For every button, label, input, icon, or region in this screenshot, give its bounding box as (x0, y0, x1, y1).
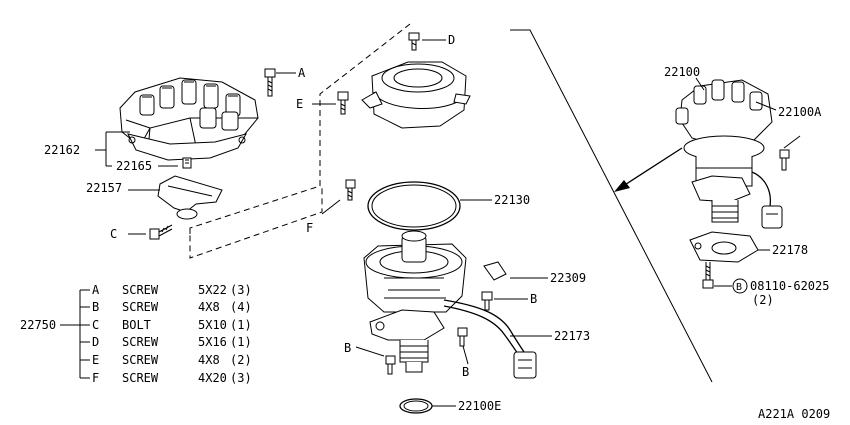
kit-row-size: 5X22 (198, 283, 227, 297)
diagram-reference-code: A221A 0209 (758, 407, 830, 421)
rotor-drawing (157, 175, 223, 220)
assembled-distributor-drawing (675, 79, 801, 229)
callout-08110-qty: (2) (752, 293, 774, 307)
screw-b3-drawing (457, 327, 469, 365)
callout-e: E (296, 97, 303, 111)
kit-row-name: SCREW (122, 335, 159, 349)
distributor-cap-drawing (119, 77, 259, 161)
kit-row-name: SCREW (122, 300, 159, 314)
callout-08110-62025: 08110-62025 (750, 279, 829, 293)
rotor-cover-drawing (361, 61, 471, 129)
callout-22178: 22178 (772, 243, 808, 257)
callout-22100e: 22100E (458, 399, 501, 413)
kit-row-qty: (3) (230, 283, 252, 297)
wire-harness-drawing (443, 299, 552, 379)
callout-c: C (110, 227, 117, 241)
callout-a: A (298, 66, 306, 80)
callout-b-circle: B (736, 282, 742, 293)
bolt-08110-62025-drawing (702, 262, 748, 294)
callout-b-lower: B (462, 365, 469, 379)
screw-e-drawing (312, 91, 349, 115)
screw-d-drawing (408, 32, 446, 51)
kit-row-name: SCREW (122, 353, 159, 367)
kit-row-size: 5X10 (198, 318, 227, 332)
bolt-b-circle-marker (732, 278, 748, 294)
callout-b-upper: B (530, 292, 537, 306)
kit-row-letter: A (92, 283, 100, 297)
kit-row-qty: (1) (230, 318, 252, 332)
kit-row-letter: D (92, 335, 99, 349)
kit-row-size: 5X16 (198, 335, 227, 349)
kit-row-qty: (2) (230, 353, 252, 367)
kit-row-name: BOLT (122, 318, 151, 332)
bolt-c-drawing (128, 224, 173, 240)
callout-d: D (448, 33, 455, 47)
kit-row-letter: B (92, 300, 99, 314)
screw-b1-drawing (481, 291, 528, 311)
screw-f-drawing (321, 179, 356, 215)
kit-row-size: 4X8 (198, 300, 220, 314)
kit-row-size: 4X20 (198, 371, 227, 385)
screw-b2-drawing (355, 346, 396, 375)
kit-row-letter: C (92, 318, 99, 332)
distributor-housing-drawing (363, 230, 507, 373)
pin-22165-drawing (182, 157, 192, 169)
callout-22173: 22173 (554, 329, 590, 343)
kit-row-letter: F (92, 371, 99, 385)
kit-row-letter: E (92, 353, 99, 367)
kit-row-qty: (3) (230, 371, 252, 385)
callout-f: F (306, 221, 313, 235)
kit-row-qty: (4) (230, 300, 252, 314)
callout-22162: 22162 (44, 143, 80, 157)
kit-row-name: SCREW (122, 371, 159, 385)
callout-22157: 22157 (86, 181, 122, 195)
callout-22100: 22100 (664, 65, 700, 79)
kit-list: 22750 A SCREW 5X22 (3) B SCREW 4X8 (4) C… (20, 283, 252, 385)
kit-row-qty: (1) (230, 335, 252, 349)
callout-22130: 22130 (494, 193, 530, 207)
kit-row-name: SCREW (122, 283, 159, 297)
screw-a-drawing (264, 68, 296, 97)
gasket-22178-drawing (689, 231, 770, 263)
callout-22165: 22165 (116, 159, 152, 173)
callout-b-left: B (344, 341, 351, 355)
kit-number: 22750 (20, 318, 56, 332)
kit-row-size: 4X8 (198, 353, 220, 367)
callout-22309: 22309 (550, 271, 586, 285)
callout-22100a: 22100A (778, 105, 822, 119)
